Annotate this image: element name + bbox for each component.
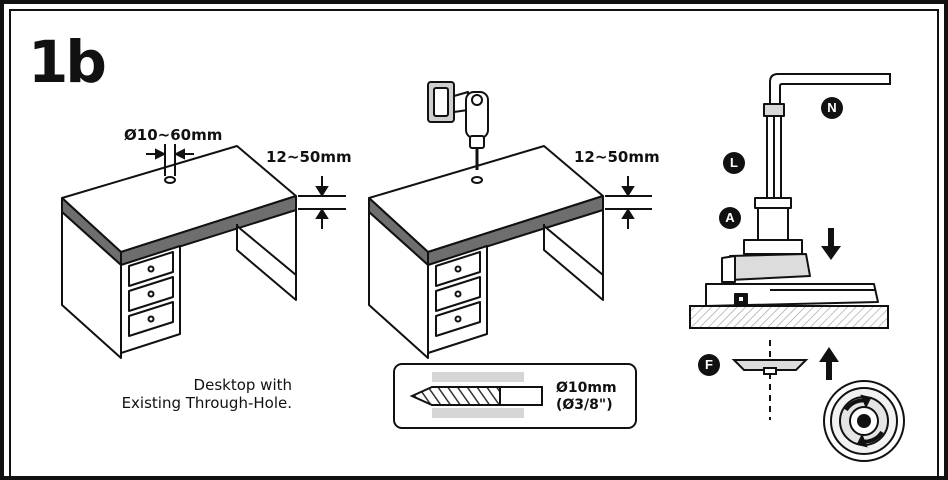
- desk-left-hole: [164, 176, 176, 184]
- drill-bit-callout: [393, 363, 637, 429]
- page-inner-border: [9, 9, 939, 480]
- washer: [731, 359, 809, 375]
- step-number: 1b: [28, 28, 107, 96]
- bolt-assembly: [705, 103, 879, 307]
- desk-left: [61, 145, 297, 359]
- hole-diameter-label: Ø10~60mm: [124, 126, 223, 144]
- badge-n: N: [821, 97, 843, 119]
- badge-l: L: [723, 152, 745, 174]
- caption-line-1: Desktop with: [193, 376, 292, 394]
- desk-section: [689, 305, 889, 329]
- drill-bit-diameter-label: Ø10mm: [556, 380, 617, 396]
- badge-a: A: [719, 207, 741, 229]
- desk-middle-hole: [471, 176, 483, 184]
- desk-middle-leg: [543, 225, 604, 301]
- hex-key: [769, 73, 891, 106]
- desk-left-leg: [236, 225, 297, 301]
- power-drill: [427, 81, 489, 170]
- arrow-down: [821, 228, 841, 260]
- thickness-marks-left: [298, 176, 346, 229]
- drill-bit-diameter-imperial: (Ø3/8"): [556, 397, 613, 413]
- desk-middle-side-panel: [368, 211, 429, 359]
- badge-f: F: [698, 354, 720, 376]
- hole-dimension-marks: [146, 144, 194, 176]
- caption-line-2: Existing Through-Hole.: [121, 394, 292, 412]
- thickness-marks-middle: [605, 176, 652, 229]
- rotation-detail: [823, 380, 905, 462]
- arrow-up: [819, 347, 839, 380]
- thickness-label-middle: 12~50mm: [574, 148, 660, 166]
- desk-middle: [368, 145, 604, 359]
- thickness-label-left: 12~50mm: [266, 148, 352, 166]
- desk-left-side-panel: [61, 211, 122, 359]
